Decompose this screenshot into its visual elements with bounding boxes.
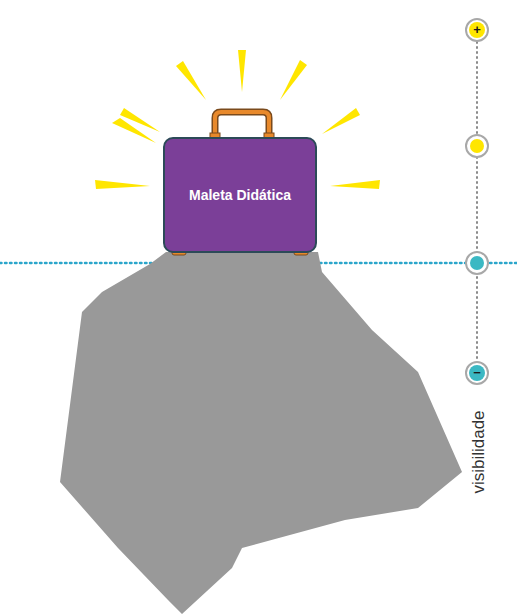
scale-marker-dot <box>470 256 484 270</box>
scale-marker <box>466 135 488 157</box>
suitcase-box: Maleta Didática <box>163 137 317 253</box>
iceberg-body <box>60 252 462 614</box>
suitcase-handle <box>215 112 269 138</box>
scale-line <box>476 42 478 361</box>
suitcase-handle-fill <box>215 112 269 138</box>
scale-marker <box>466 252 488 274</box>
axis-label: visibilidade <box>468 410 488 493</box>
scale-end-circle: + <box>465 18 489 42</box>
scale-sign: + <box>469 22 485 38</box>
scale-marker-dot <box>470 139 484 153</box>
suitcase-label: Maleta Didática <box>189 187 291 203</box>
scale-end-circle: − <box>465 361 489 385</box>
scale-sign: − <box>469 365 485 381</box>
